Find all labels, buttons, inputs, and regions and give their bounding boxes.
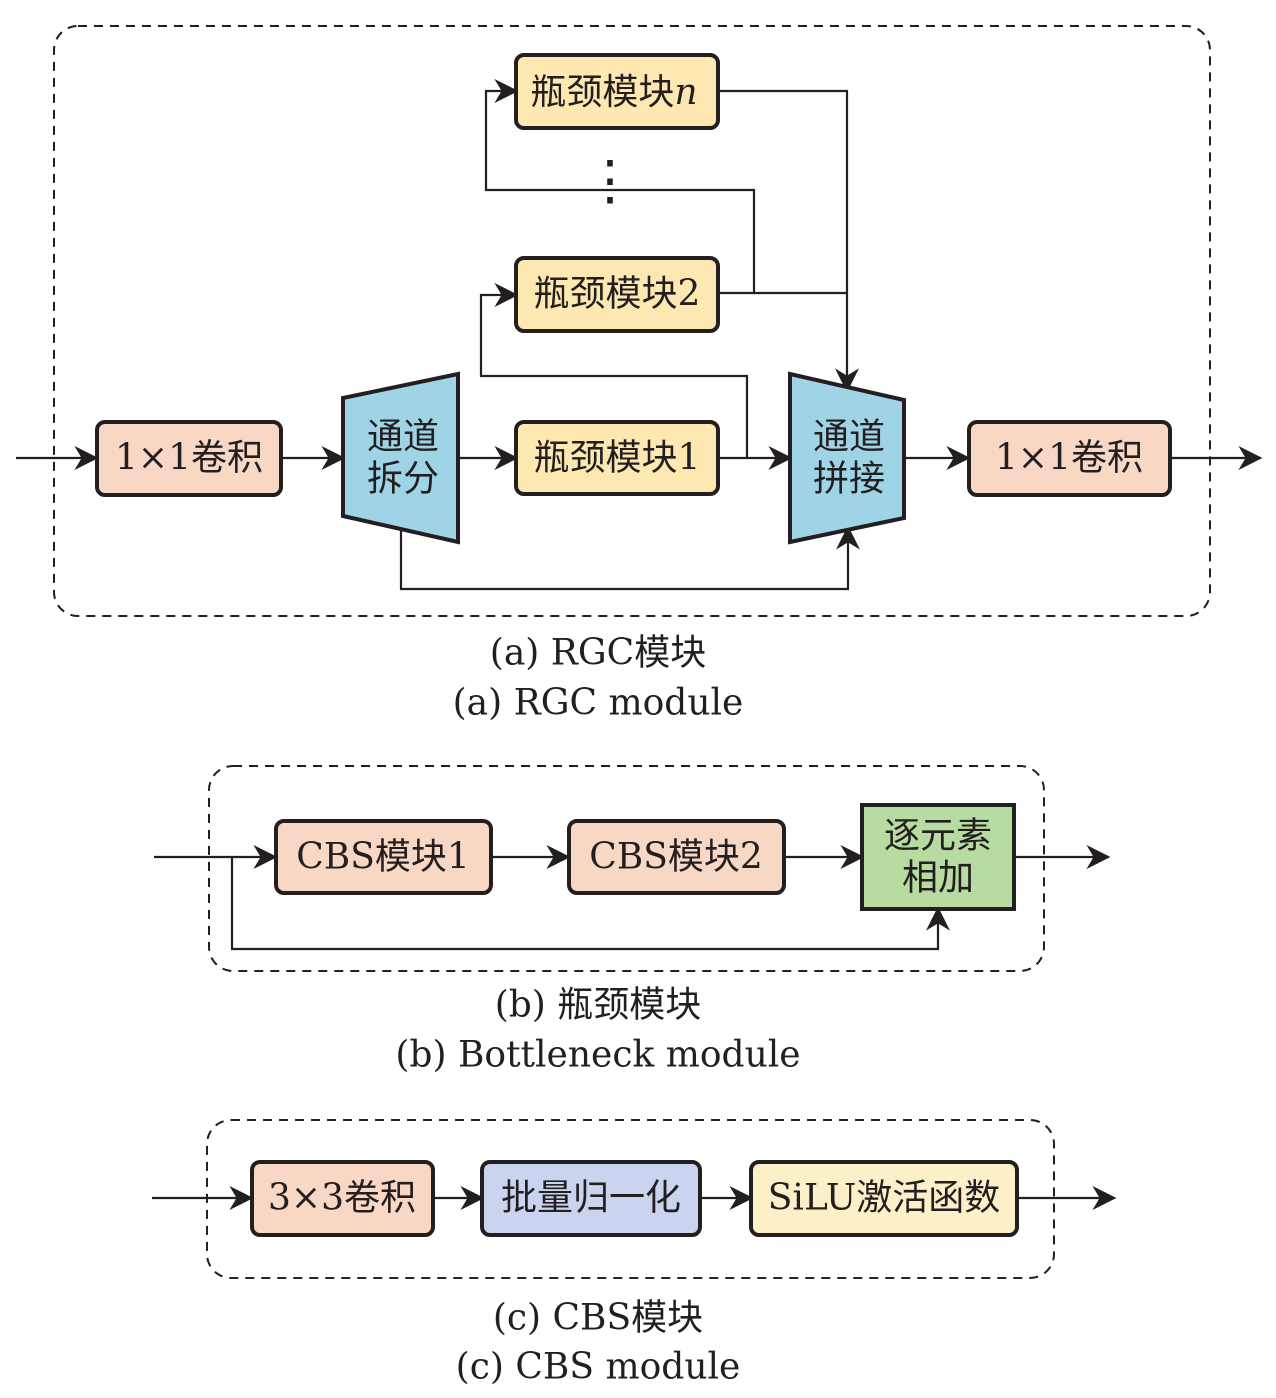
rgc-concat-label-1: 通道	[813, 417, 885, 458]
bottleneck-cbs-2-box	[567, 819, 786, 895]
rgc-bottleneck-2-box	[514, 256, 720, 333]
rgc-bottleneck-1-box	[514, 420, 720, 496]
bottleneck-cbs-2-label: CBS模块2	[589, 837, 763, 878]
rgc-bottleneck-n-text: 瓶颈模块	[530, 72, 674, 113]
cbs-module: 3×3卷积 批量归一化 SiLU激活函数 (c) CBS模块 (c) CBS m…	[152, 1119, 1117, 1388]
cbs-bn-box	[480, 1160, 702, 1237]
bottleneck-caption-en: (b) Bottleneck module	[395, 1035, 800, 1076]
bottleneck-cbs-1-box	[274, 819, 493, 895]
rgc-connectors	[16, 79, 1263, 591]
rgc-concat-shape	[788, 371, 906, 545]
bottleneck-add-label-1: 逐元素	[884, 816, 992, 857]
rgc-ellipsis: ⋮	[583, 149, 637, 212]
bottleneck-cbs-1-label: CBS模块1	[296, 837, 470, 878]
rgc-bottleneck-n-label: 瓶颈模块n	[530, 72, 697, 113]
rgc-split-shape	[341, 371, 460, 545]
cbs-bn-label: 批量归一化	[501, 1178, 681, 1219]
rgc-bottleneck-n-sub: n	[674, 72, 697, 113]
rgc-conv-out-label: 1×1卷积	[995, 438, 1143, 479]
rgc-caption-en: (a) RGC module	[453, 683, 744, 724]
rgc-caption-zh: (a) RGC模块	[490, 633, 706, 674]
rgc-bottleneck-2-label: 瓶颈模块2	[534, 274, 701, 315]
bottleneck-frame	[208, 765, 1045, 972]
rgc-conv-out-box	[967, 420, 1172, 497]
bottleneck-caption-zh: (b) 瓶颈模块	[495, 985, 702, 1026]
cbs-caption-en: (c) CBS module	[456, 1347, 741, 1388]
rgc-frame	[53, 25, 1211, 617]
cbs-caption-zh: (c) CBS模块	[493, 1298, 703, 1339]
rgc-bottleneck-1-label: 瓶颈模块1	[534, 438, 701, 479]
bottleneck-connectors	[154, 845, 1111, 951]
rgc-conv-in-box	[95, 420, 283, 497]
bottleneck-add-label-2: 相加	[902, 858, 974, 899]
rgc-split-label-2: 拆分	[367, 459, 439, 500]
rgc-module: 1×1卷积 通道 拆分 瓶颈模块1 瓶颈模块2 ⋮ 瓶颈模块n 通道 拼接 1×…	[16, 25, 1263, 724]
cbs-conv-box	[250, 1160, 435, 1237]
rgc-concat-label-2: 拼接	[813, 459, 885, 500]
bottleneck-add-box	[860, 803, 1016, 911]
cbs-silu-label: SiLU激活函数	[768, 1178, 1000, 1219]
rgc-conv-in-label: 1×1卷积	[115, 438, 263, 479]
cbs-conv-label: 3×3卷积	[268, 1178, 416, 1219]
rgc-split-label-1: 通道	[367, 417, 439, 458]
cbs-silu-box	[749, 1160, 1019, 1237]
rgc-bottleneck-n-box	[514, 53, 720, 130]
bottleneck-module: CBS模块1 CBS模块2 逐元素 相加 (b) 瓶颈模块 (b) Bottle…	[154, 765, 1111, 1076]
